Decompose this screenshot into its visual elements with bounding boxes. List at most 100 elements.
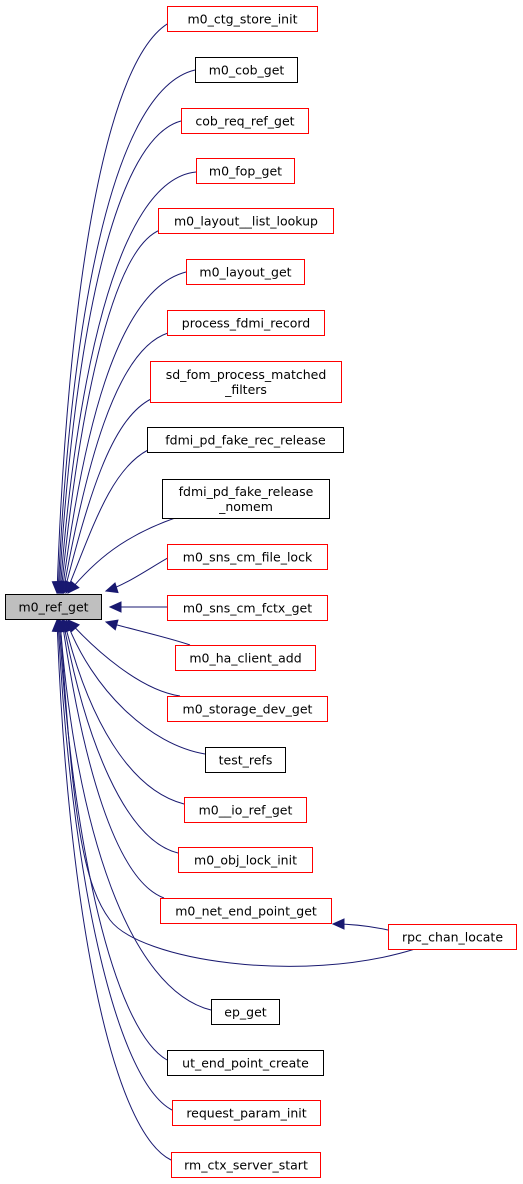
edge-n3-to-root xyxy=(58,120,182,594)
node-box xyxy=(150,361,342,403)
graph-node-n13[interactable]: m0_ha_client_add xyxy=(175,645,316,671)
graph-node-n3[interactable]: cob_req_ref_get xyxy=(181,108,309,134)
node-label: test_refs xyxy=(219,753,273,768)
graph-node-n14[interactable]: m0_storage_dev_get xyxy=(167,696,328,722)
node-box xyxy=(160,898,332,924)
edge-n8-to-root xyxy=(63,398,152,594)
node-box xyxy=(147,427,344,453)
graph-node-n6[interactable]: m0_layout_get xyxy=(186,259,305,285)
edge-n7-to-root xyxy=(62,332,169,594)
graph-node-n16[interactable]: m0__io_ref_get xyxy=(184,797,307,823)
graph-node-n15[interactable]: test_refs xyxy=(205,747,286,773)
graph-node-n5[interactable]: m0_layout__list_lookup xyxy=(158,208,334,234)
edge-n10-to-root-arrowhead xyxy=(67,580,80,594)
node-label: m0__io_ref_get xyxy=(199,803,293,818)
node-box xyxy=(388,924,517,950)
graph-node-n8[interactable]: sd_fom_process_matched_filters xyxy=(150,361,342,403)
graph-node-m0-ref-get-root[interactable]: m0_ref_get xyxy=(5,594,102,620)
node-box xyxy=(167,544,328,570)
node-box xyxy=(178,847,313,873)
node-label: _nomem xyxy=(218,499,273,514)
edge-n10-to-root xyxy=(67,516,179,594)
node-label: rpc_chan_locate xyxy=(402,930,503,945)
node-label: fdmi_pd_fake_rec_release xyxy=(165,433,326,448)
node-label: m0_layout_get xyxy=(199,265,291,280)
node-box xyxy=(186,259,305,285)
edge-n19-to-root xyxy=(59,619,212,1011)
graph-node-n7[interactable]: process_fdmi_record xyxy=(167,310,325,336)
edge-n21-to-root xyxy=(57,619,173,1111)
node-label: rm_ctx_server_start xyxy=(184,1158,308,1173)
edge-n20-to-root xyxy=(58,619,168,1061)
edge-n18-to-root xyxy=(61,619,165,899)
node-box xyxy=(181,108,309,134)
node-box xyxy=(167,696,328,722)
node-label: m0_sns_cm_file_lock xyxy=(183,550,313,565)
node-label: m0_fop_get xyxy=(209,164,282,179)
graph-node-n1[interactable]: m0_ctg_store_init xyxy=(167,6,318,32)
node-label: m0_net_end_point_get xyxy=(175,904,317,919)
node-box xyxy=(162,479,330,519)
node-box xyxy=(167,310,325,336)
node-label: request_param_init xyxy=(186,1106,306,1121)
node-box xyxy=(158,208,334,234)
node-label: m0_ha_client_add xyxy=(189,651,301,666)
node-label: sd_fom_process_matched xyxy=(166,367,327,382)
node-label: _filters xyxy=(224,382,267,397)
graph-node-n4[interactable]: m0_fop_get xyxy=(196,158,295,184)
node-label: cob_req_ref_get xyxy=(195,114,294,129)
node-label: ep_get xyxy=(224,1005,267,1020)
node-label: ut_end_point_create xyxy=(182,1056,309,1071)
node-label: m0_ctg_store_init xyxy=(188,12,298,27)
graph-node-n20[interactable]: ut_end_point_create xyxy=(167,1050,324,1076)
graph-node-n22[interactable]: rm_ctx_server_start xyxy=(171,1152,321,1178)
node-box xyxy=(172,1100,321,1126)
edge-n2-to-root xyxy=(57,69,196,594)
node-label: process_fdmi_record xyxy=(182,316,310,331)
edge-n22-to-root xyxy=(56,619,172,1161)
node-label: m0_ref_get xyxy=(18,600,88,615)
graph-node-n10[interactable]: fdmi_pd_fake_release_nomem xyxy=(162,479,330,519)
node-box xyxy=(167,595,328,621)
graph-node-n19[interactable]: ep_get xyxy=(211,999,280,1025)
node-box xyxy=(195,57,298,83)
edge-n11-to-root-arrowhead xyxy=(104,582,119,594)
graph-node-n21[interactable]: request_param_init xyxy=(172,1100,321,1126)
edge-n15-to-root xyxy=(65,619,206,755)
node-box xyxy=(5,594,102,620)
edge-n13-to-root-arrowhead xyxy=(104,619,119,631)
edge-n14-to-root xyxy=(67,619,181,697)
edge-n16-to-root xyxy=(63,619,185,805)
node-box xyxy=(211,999,280,1025)
node-box xyxy=(171,1152,321,1178)
edge-n22-to-root-arrowhead xyxy=(51,618,64,632)
graph-node-n23[interactable]: rpc_chan_locate xyxy=(388,924,517,950)
node-box xyxy=(167,6,318,32)
node-label: m0_obj_lock_init xyxy=(194,853,297,868)
node-label: m0_cob_get xyxy=(209,63,285,78)
node-box xyxy=(205,747,286,773)
node-label: m0_storage_dev_get xyxy=(183,702,313,717)
graph-node-n11[interactable]: m0_sns_cm_file_lock xyxy=(167,544,328,570)
graph-node-n12[interactable]: m0_sns_cm_fctx_get xyxy=(167,595,328,621)
node-box xyxy=(184,797,307,823)
node-box xyxy=(167,1050,324,1076)
nodes-layer: m0_ref_get m0_ctg_store_init m0_cob_getcob… xyxy=(5,6,517,1178)
edge-n4-to-root xyxy=(59,171,197,594)
graph-node-n18[interactable]: m0_net_end_point_get xyxy=(160,898,332,924)
edge-n9-to-root xyxy=(65,449,149,594)
edges-layer xyxy=(51,18,416,1161)
node-box xyxy=(196,158,295,184)
edge-n5-to-root xyxy=(60,229,161,594)
edge-n13-to-root xyxy=(105,621,191,646)
edge-n12-to-root-arrowhead xyxy=(108,601,122,613)
edge-n1-to-root xyxy=(56,18,179,594)
graph-node-n9[interactable]: fdmi_pd_fake_rec_release xyxy=(147,427,344,453)
graph-node-n2[interactable]: m0_cob_get xyxy=(195,57,298,83)
edge-n23-to-n18-arrowhead xyxy=(331,918,345,930)
node-label: m0_sns_cm_fctx_get xyxy=(183,601,312,616)
node-label: m0_layout__list_lookup xyxy=(174,214,318,229)
edge-n6-to-root xyxy=(61,271,187,594)
graph-node-n17[interactable]: m0_obj_lock_init xyxy=(178,847,313,873)
